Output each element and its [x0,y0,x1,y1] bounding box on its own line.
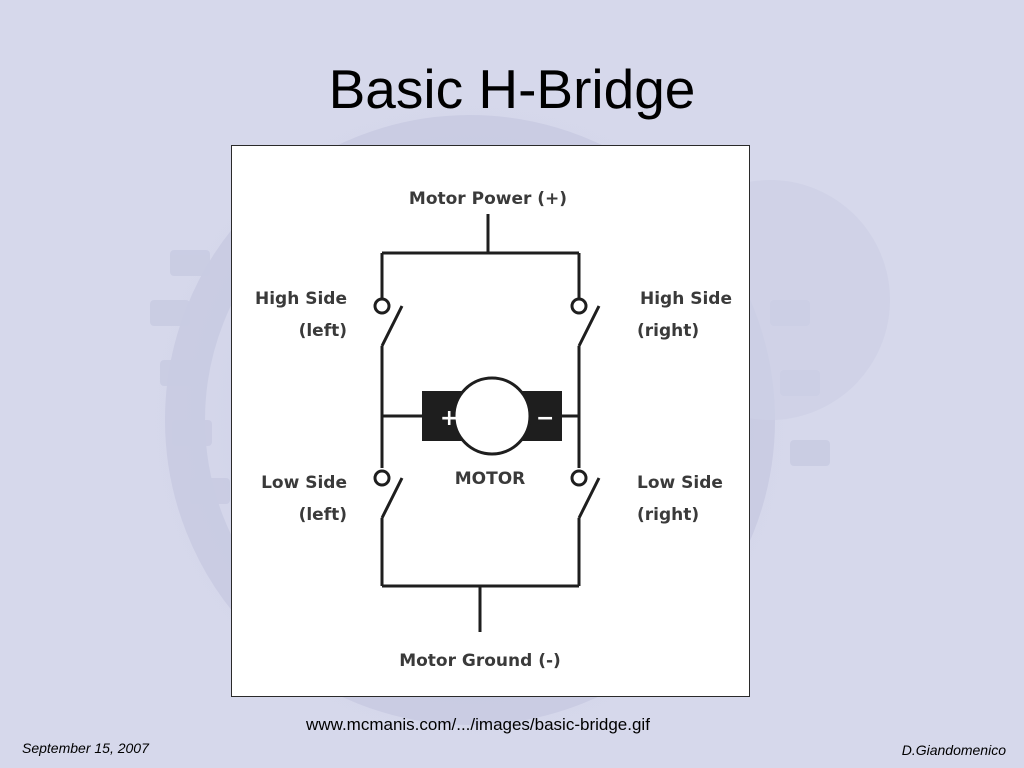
high-left-switch-blade [380,305,404,347]
high-left-label-line1: High Side [255,289,347,309]
footer-date: September 15, 2007 [22,740,149,756]
motor-plus-sign: + [440,406,458,431]
motor-minus-sign: − [536,406,554,431]
motor-symbol: + − [422,376,562,456]
low-right-switch-blade [577,477,601,519]
h-bridge-diagram: + − Motor Power (+) High Side (right) Hi… [231,145,750,697]
source-url: www.mcmanis.com/.../images/basic-bridge.… [306,715,650,734]
low-left-label-line2: (left) [299,505,347,525]
low-left-label-line1: Low Side [261,473,347,493]
high-right-switch-blade [577,305,601,347]
low-right-contact [570,469,588,487]
motor-power-label: Motor Power (+) [409,189,567,209]
high-right-label-line2: (right) [637,321,699,341]
circuit-wires [380,214,601,632]
low-right-label-line2: (right) [637,505,699,525]
high-right-label-line1: High Side [640,289,732,309]
high-right-contact [570,297,588,315]
motor-ground-label: Motor Ground (-) [399,651,561,671]
motor-label: MOTOR [455,469,526,489]
footer-author: D.Giandomenico [901,742,1006,758]
high-left-contact [373,297,391,315]
low-left-contact [373,469,391,487]
low-right-label-line1: Low Side [637,473,723,493]
high-left-label-line2: (left) [299,321,347,341]
slide-title: Basic H-Bridge [328,58,696,120]
low-left-switch-blade [380,477,404,519]
